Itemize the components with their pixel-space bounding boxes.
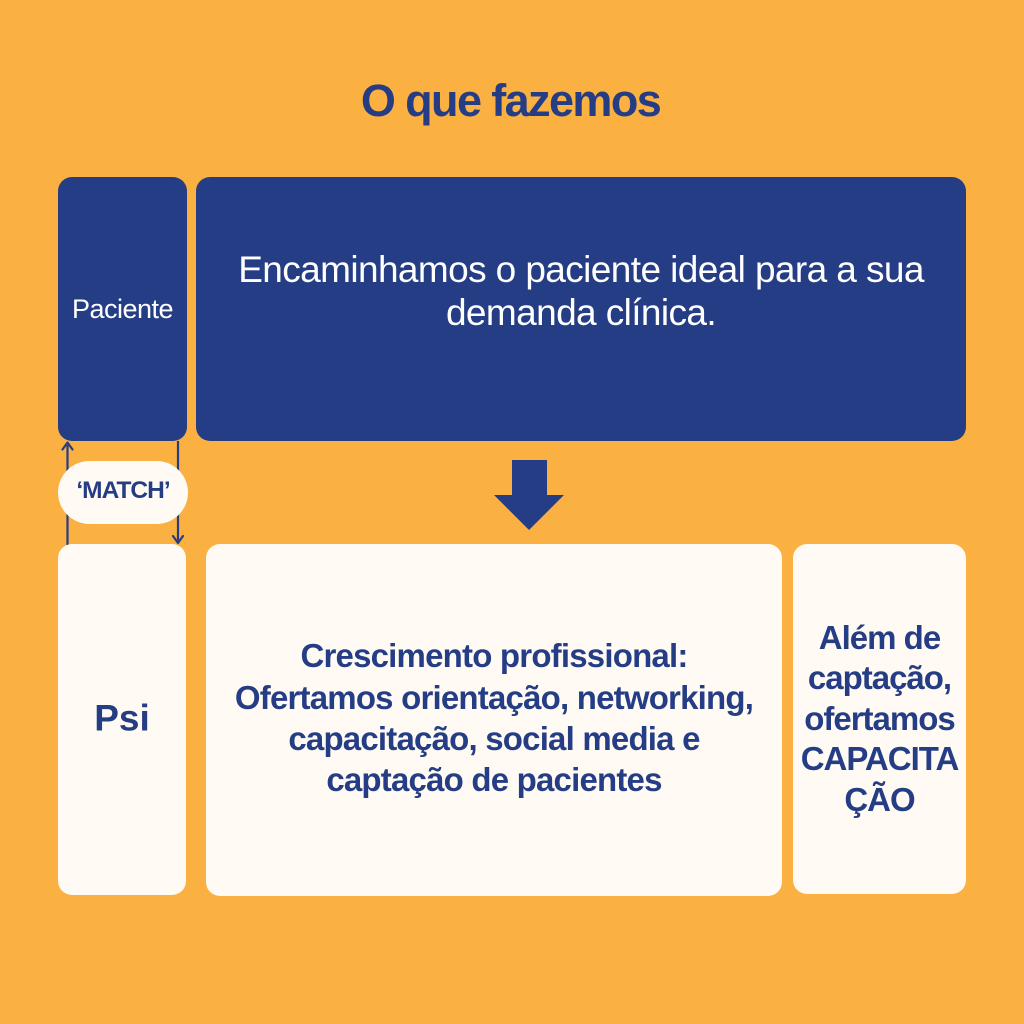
growth-text: Crescimento profissional: Ofertamos orie… bbox=[234, 637, 754, 799]
referral-text: Encaminhamos o paciente ideal para a sua… bbox=[238, 249, 924, 333]
match-label: ‘MATCH’ bbox=[76, 476, 170, 504]
big-down-arrow-icon bbox=[494, 460, 564, 530]
referral-box: Encaminhamos o paciente ideal para a sua… bbox=[196, 177, 966, 441]
paciente-box: Paciente bbox=[58, 177, 187, 441]
capacity-text: Além de captação, ofertamos CAPACITA ÇÃO bbox=[800, 618, 960, 818]
psi-box: Psi bbox=[58, 544, 186, 895]
page-title: O que fazemos bbox=[360, 75, 662, 126]
paciente-label: Paciente bbox=[71, 293, 174, 324]
growth-box: Crescimento profissional: Ofertamos orie… bbox=[206, 544, 782, 896]
match-pill: ‘MATCH’ bbox=[58, 461, 188, 524]
capacity-box: Além de captação, ofertamos CAPACITA ÇÃO bbox=[793, 544, 966, 894]
psi-label: Psi bbox=[94, 697, 150, 738]
